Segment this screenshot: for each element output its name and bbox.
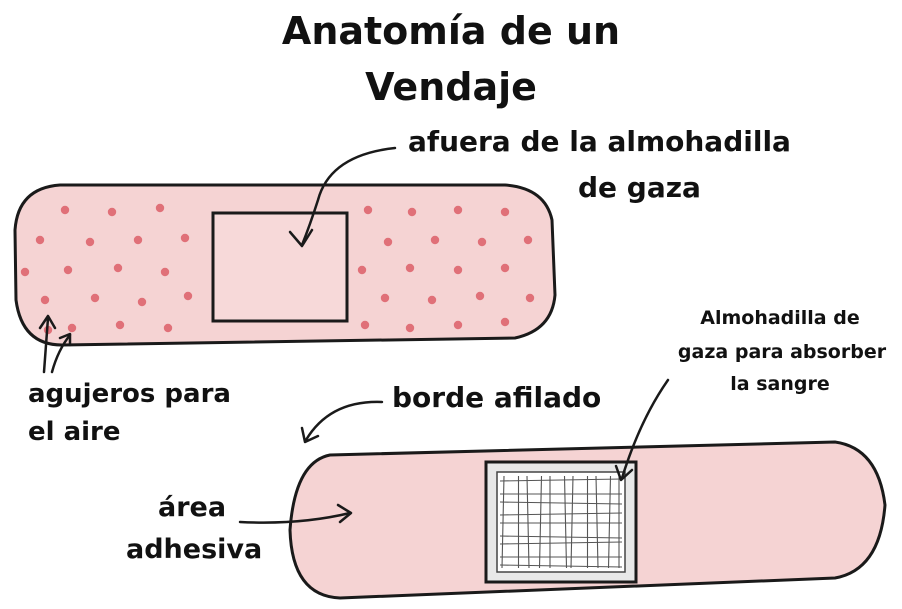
air-hole-dot bbox=[360, 320, 370, 330]
top-gauze-pad bbox=[211, 211, 349, 323]
air-hole-dot bbox=[500, 207, 510, 217]
air-hole-dot bbox=[357, 265, 367, 275]
air-hole-dot bbox=[115, 320, 125, 330]
adhesive-label-1: área bbox=[158, 492, 227, 523]
air-hole-dot bbox=[453, 205, 463, 215]
gauze-mesh-line bbox=[499, 541, 623, 545]
air-hole-dot bbox=[155, 203, 165, 213]
air-holes-label-1: agujeros para bbox=[28, 379, 231, 409]
gauze-label-2: gaza para absorber bbox=[677, 341, 887, 363]
gauze-mesh-line bbox=[607, 475, 612, 569]
gauze-mesh-line bbox=[538, 475, 543, 569]
air-hole-dot bbox=[363, 205, 373, 215]
air-hole-dot bbox=[183, 291, 193, 301]
air-hole-dot bbox=[453, 265, 463, 275]
arrow-adhesive-head bbox=[336, 503, 353, 524]
gauze-mesh bbox=[499, 475, 623, 569]
air-hole-dot bbox=[477, 237, 487, 247]
arrow-sharp-edge-head bbox=[300, 426, 320, 444]
gauze-mesh-line bbox=[570, 475, 574, 569]
gauze-mesh-line bbox=[499, 478, 623, 482]
gauze-label-1: Almohadilla de bbox=[700, 307, 860, 329]
outer-pad-label-1: afuera de la almohadilla bbox=[408, 125, 791, 158]
title-line-2: Vendaje bbox=[365, 65, 537, 109]
air-hole-dot bbox=[107, 207, 117, 217]
gauze-mesh-line bbox=[595, 475, 599, 569]
arrow-adhesive bbox=[238, 511, 352, 524]
gauze-label-3: la sangre bbox=[730, 373, 830, 395]
title-line-1: Anatomía de un bbox=[281, 9, 621, 53]
gauze-mesh-line bbox=[499, 512, 623, 516]
air-hole-dot bbox=[453, 320, 463, 330]
gauze-mesh-line bbox=[526, 475, 530, 569]
arrow-air-holes-2 bbox=[50, 333, 72, 374]
arrow-gauze bbox=[620, 378, 670, 480]
sharp-edge-label: borde afilado bbox=[392, 381, 602, 414]
air-hole-dot bbox=[500, 317, 510, 327]
gauze-mesh-line bbox=[563, 475, 568, 569]
air-hole-dot bbox=[405, 263, 415, 273]
arrow-gauze-head bbox=[614, 464, 634, 482]
arrow-sharp-edge bbox=[304, 400, 384, 442]
air-hole-dot bbox=[430, 235, 440, 245]
gauze-mesh-line bbox=[499, 564, 623, 568]
outer-pad-label-2: de gaza bbox=[578, 171, 701, 204]
air-hole-dot bbox=[180, 233, 190, 243]
arrow-air-holes-1-head bbox=[38, 314, 57, 330]
air-hole-dot bbox=[63, 265, 73, 275]
air-hole-dot bbox=[405, 323, 415, 333]
arrow-air-holes-1 bbox=[42, 316, 50, 374]
air-hole-dot bbox=[383, 237, 393, 247]
air-hole-dot bbox=[407, 207, 417, 217]
arrow-outer-pad-head bbox=[288, 228, 314, 248]
gauze-mesh-line bbox=[499, 535, 623, 539]
air-hole-dot bbox=[380, 293, 390, 303]
air-hole-dot bbox=[427, 295, 437, 305]
air-hole-dot bbox=[163, 323, 173, 333]
air-hole-dot bbox=[500, 263, 510, 273]
air-hole-dot bbox=[90, 293, 100, 303]
air-hole-dot bbox=[40, 295, 50, 305]
air-hole-dot bbox=[475, 291, 485, 301]
air-hole-dot bbox=[137, 297, 147, 307]
adhesive-label-2: adhesiva bbox=[126, 534, 263, 565]
air-hole-dot bbox=[67, 323, 77, 333]
air-hole-dot bbox=[523, 235, 533, 245]
air-hole-dot bbox=[113, 263, 123, 273]
air-hole-dot bbox=[133, 235, 143, 245]
air-hole-dot bbox=[35, 235, 45, 245]
air-hole-dot bbox=[525, 293, 535, 303]
air-hole-dot bbox=[160, 267, 170, 277]
arrow-outer-pad bbox=[300, 146, 397, 247]
air-hole-dot bbox=[20, 267, 30, 277]
air-hole-dot bbox=[85, 237, 95, 247]
gauze-mesh-line bbox=[501, 475, 505, 569]
air-holes bbox=[20, 203, 535, 335]
arrow-air-holes-2-head bbox=[58, 332, 72, 347]
air-hole-dot bbox=[60, 205, 70, 215]
air-holes-label-2: el aire bbox=[28, 417, 121, 447]
gauze-mesh-line bbox=[499, 501, 623, 505]
